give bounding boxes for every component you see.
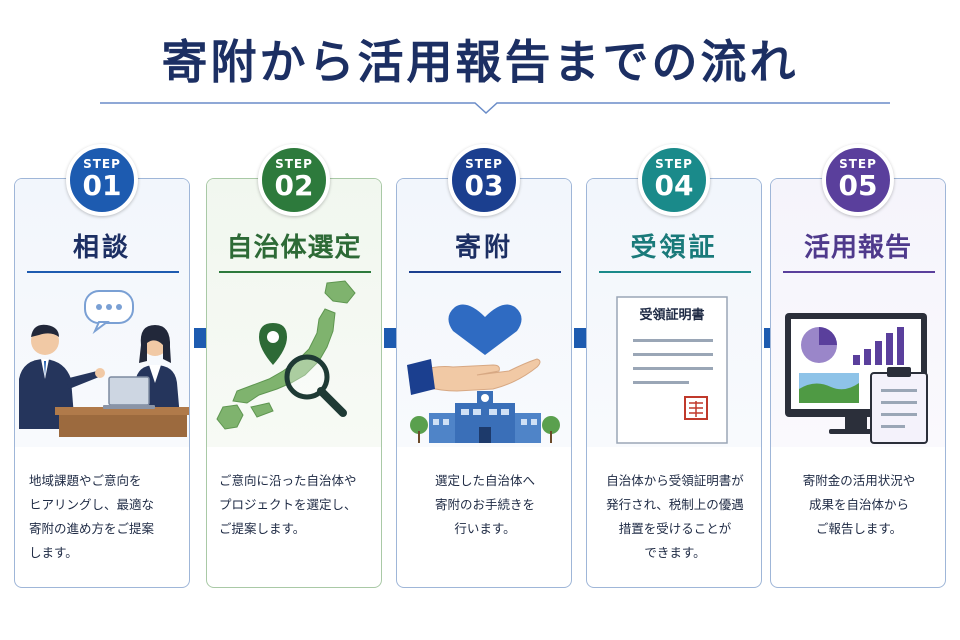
certificate-title: 受領証明書 bbox=[639, 307, 704, 323]
step-heading: 活用報告 bbox=[803, 233, 912, 263]
laptop-icon bbox=[103, 376, 155, 409]
step-description: ご意向に沿った自治体や プロジェクトを選定し、 ご提案します。 bbox=[219, 473, 357, 536]
step-badge-1: STEP 01 bbox=[66, 144, 138, 216]
step-badge-3: STEP 03 bbox=[448, 144, 520, 216]
pie-chart-icon bbox=[801, 327, 837, 363]
step-description: 寄附金の活用状況や 成果を自治体から ご報告します。 bbox=[802, 473, 916, 536]
magnifier-icon bbox=[284, 354, 347, 417]
step-description: 選定した自治体へ 寄附のお手続きを 行います。 bbox=[434, 473, 535, 536]
certificate-icon: 受領証明書 bbox=[616, 296, 728, 444]
hand-icon bbox=[407, 358, 541, 395]
report-illustration bbox=[785, 313, 928, 444]
city-hall-icon bbox=[410, 391, 560, 443]
speech-bubble-icon bbox=[84, 290, 134, 335]
step-card-5: 活用報告 寄 bbox=[770, 178, 946, 588]
step-badge-4: STEP 04 bbox=[638, 144, 710, 216]
step-card-4: 受領証 受領証明書 自治体から受領証明書が 発行され、税制上の優遇 措置を受ける… bbox=[586, 178, 762, 588]
step-description: 自治体から受領証明書が 発行され、税制上の優遇 措置を受けることが できます。 bbox=[606, 473, 744, 560]
consultation-illustration bbox=[19, 290, 189, 437]
step-badge-2: STEP 02 bbox=[258, 144, 330, 216]
step-description: 地域課題やご意向を ヒアリングし、最適な 寄附の進め方をご提案 します。 bbox=[29, 473, 155, 560]
step-heading: 受領証 bbox=[630, 233, 718, 263]
step-card-1: 相談 地域課題 bbox=[14, 178, 190, 588]
landscape-photo-icon bbox=[799, 373, 859, 403]
certificate-illustration: 受領証明書 bbox=[616, 296, 728, 444]
step-heading: 自治体選定 bbox=[226, 233, 362, 263]
step-heading: 相談 bbox=[72, 233, 131, 263]
donation-illustration bbox=[407, 304, 560, 443]
page-title: 寄附から活用報告までの流れ bbox=[161, 35, 799, 89]
step-heading: 寄附 bbox=[454, 233, 513, 263]
map-pin-icon bbox=[259, 323, 287, 365]
title-divider bbox=[100, 102, 890, 115]
step-badge-5: STEP 05 bbox=[822, 144, 894, 216]
seal-stamp-icon bbox=[684, 396, 708, 420]
bar-chart-icon bbox=[853, 327, 904, 365]
man-icon bbox=[19, 324, 105, 429]
heart-icon bbox=[448, 304, 522, 355]
step-card-2: 自治体選定 ご意向に沿った自治体や プロジェクトを選定し、 ご提案します。 bbox=[206, 178, 382, 588]
japan-map-illustration bbox=[216, 280, 356, 430]
clipboard-icon bbox=[870, 367, 928, 444]
step-card-3: 寄附 選定した自治体へ 寄附のお手続きを 行います。 bbox=[396, 178, 572, 588]
